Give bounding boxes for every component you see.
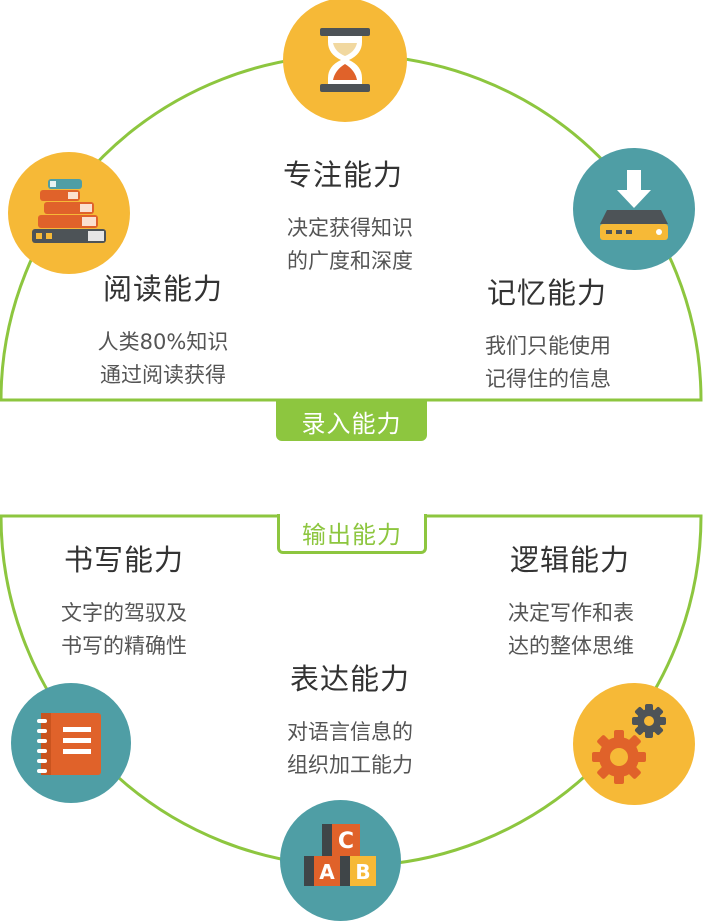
reading-description-line: 人类80%知识 [97, 330, 229, 354]
logic-description-line: 决定写作和表 [508, 601, 634, 625]
notebook-icon [11, 683, 131, 803]
focus-description-line: 决定获得知识 [287, 216, 413, 240]
logic-description-line: 达的整体思维 [508, 634, 634, 658]
focus-title: 专注能力 [282, 158, 404, 192]
output-ability-label: 输出能力 [277, 514, 427, 554]
reading-title: 阅读能力 [102, 272, 224, 306]
focus-description-line: 的广度和深度 [287, 249, 413, 273]
gears-icon [573, 683, 695, 805]
abc-blocks-icon: C A B [280, 800, 401, 921]
reading-description: 人类80%知识 通过阅读获得 [98, 326, 229, 392]
logic-title: 逻辑能力 [509, 543, 631, 577]
logic-description: 决定写作和表 达的整体思维 [508, 597, 634, 663]
books-icon [8, 152, 130, 274]
memory-description-line: 我们只能使用 [485, 334, 611, 358]
svg-text:B: B [355, 860, 370, 884]
expression-title: 表达能力 [289, 662, 411, 696]
writing-title: 书写能力 [63, 543, 185, 577]
focus-description: 决定获得知识 的广度和深度 [287, 212, 413, 278]
svg-text:A: A [319, 860, 335, 884]
input-ability-label: 录入能力 [276, 401, 427, 441]
memory-title: 记忆能力 [486, 276, 608, 310]
writing-description-line: 文字的驾驭及 [61, 601, 187, 625]
memory-description-line: 记得住的信息 [485, 367, 611, 391]
svg-text:C: C [338, 829, 354, 854]
download-drive-icon [573, 148, 695, 270]
writing-description: 文字的驾驭及 书写的精确性 [61, 597, 187, 663]
writing-description-line: 书写的精确性 [61, 634, 187, 658]
expression-description-line: 组织加工能力 [287, 753, 413, 777]
hourglass-icon [283, 0, 407, 122]
memory-description: 我们只能使用 记得住的信息 [485, 330, 611, 396]
expression-description-line: 对语言信息的 [287, 720, 413, 744]
expression-description: 对语言信息的 组织加工能力 [287, 716, 413, 782]
reading-description-line: 通过阅读获得 [100, 363, 226, 387]
